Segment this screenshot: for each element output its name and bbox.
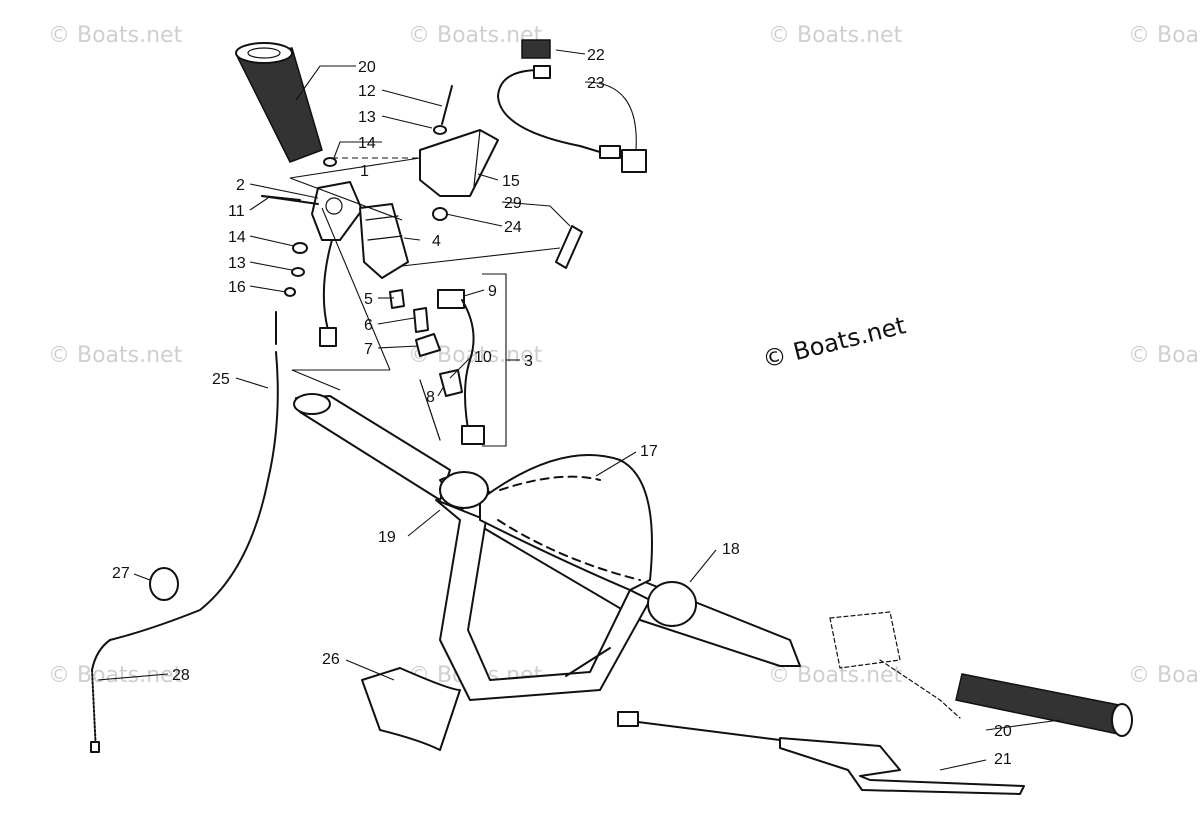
- callout-label: 2: [236, 177, 245, 194]
- callout-label: 13: [228, 255, 246, 272]
- right-grip: [955, 673, 1133, 737]
- callout-label: 1: [360, 163, 369, 180]
- callout-label: 18: [722, 541, 740, 558]
- sensor-harness: [497, 39, 647, 173]
- callout-label: 20: [358, 59, 376, 76]
- watermark: © Boats.net: [1128, 343, 1200, 368]
- callout-label: 14: [358, 135, 376, 152]
- callout-label: 29: [504, 195, 522, 212]
- grip-heater-element: [617, 711, 1025, 795]
- callout-label: 28: [172, 667, 190, 684]
- watermark: © Boats.net: [408, 23, 543, 48]
- left-grip: [235, 42, 323, 163]
- watermark: © Boats.net: [1128, 23, 1200, 48]
- callout-labels: 20 12 13 14 1 2 11 14 13 16 22 23 15 24 …: [112, 47, 1012, 768]
- callout-label: 14: [228, 229, 246, 246]
- callout-label: 7: [364, 341, 373, 358]
- watermark: © Boats.net: [768, 23, 903, 48]
- callout-label: 4: [432, 233, 441, 250]
- watermark: © Boats.net: [768, 663, 903, 688]
- callout-label: 3: [524, 353, 533, 370]
- callout-label: 8: [426, 389, 435, 406]
- assembly-bracket-lines: [289, 177, 520, 447]
- callout-label: 6: [364, 317, 373, 334]
- callout-label: 26: [322, 651, 340, 668]
- handlebar: [293, 393, 801, 701]
- leader-lines: [97, 49, 1061, 771]
- watermark: © Boats.net: [48, 343, 183, 368]
- clamp-bracket: [261, 85, 499, 221]
- brake-master-cylinder: [829, 611, 961, 719]
- callout-label: 9: [488, 283, 497, 300]
- switch-housing: [261, 181, 485, 445]
- callout-label: 16: [228, 279, 246, 296]
- hardware-washers: [284, 242, 308, 297]
- callout-label: 21: [994, 751, 1012, 768]
- throttle-cable: [90, 311, 279, 753]
- watermarks: © Boats.net © Boats.net © Boats.net © Bo…: [48, 23, 1200, 688]
- callout-label: 27: [112, 565, 130, 582]
- callout-label: 19: [378, 529, 396, 546]
- callout-label: 12: [358, 83, 376, 100]
- callout-label: 13: [358, 109, 376, 126]
- callout-label: 20: [994, 723, 1012, 740]
- watermark: © Boats.net: [1128, 663, 1200, 688]
- callout-label: 22: [587, 47, 605, 64]
- callout-label: 17: [640, 443, 658, 460]
- callout-label: 5: [364, 291, 373, 308]
- watermark: © Boats.net: [48, 663, 183, 688]
- callout-label: 15: [502, 173, 520, 190]
- callout-label: 24: [504, 219, 522, 236]
- callout-label: 10: [474, 349, 492, 366]
- callout-label: 23: [587, 75, 605, 92]
- pin: [401, 225, 583, 269]
- cable-clip: [149, 567, 179, 601]
- copyright-text: © Boats.net: [760, 311, 909, 374]
- callout-label: 11: [228, 203, 245, 220]
- bar-clamp: [361, 667, 461, 751]
- watermark: © Boats.net: [48, 23, 183, 48]
- callout-label: 25: [212, 371, 230, 388]
